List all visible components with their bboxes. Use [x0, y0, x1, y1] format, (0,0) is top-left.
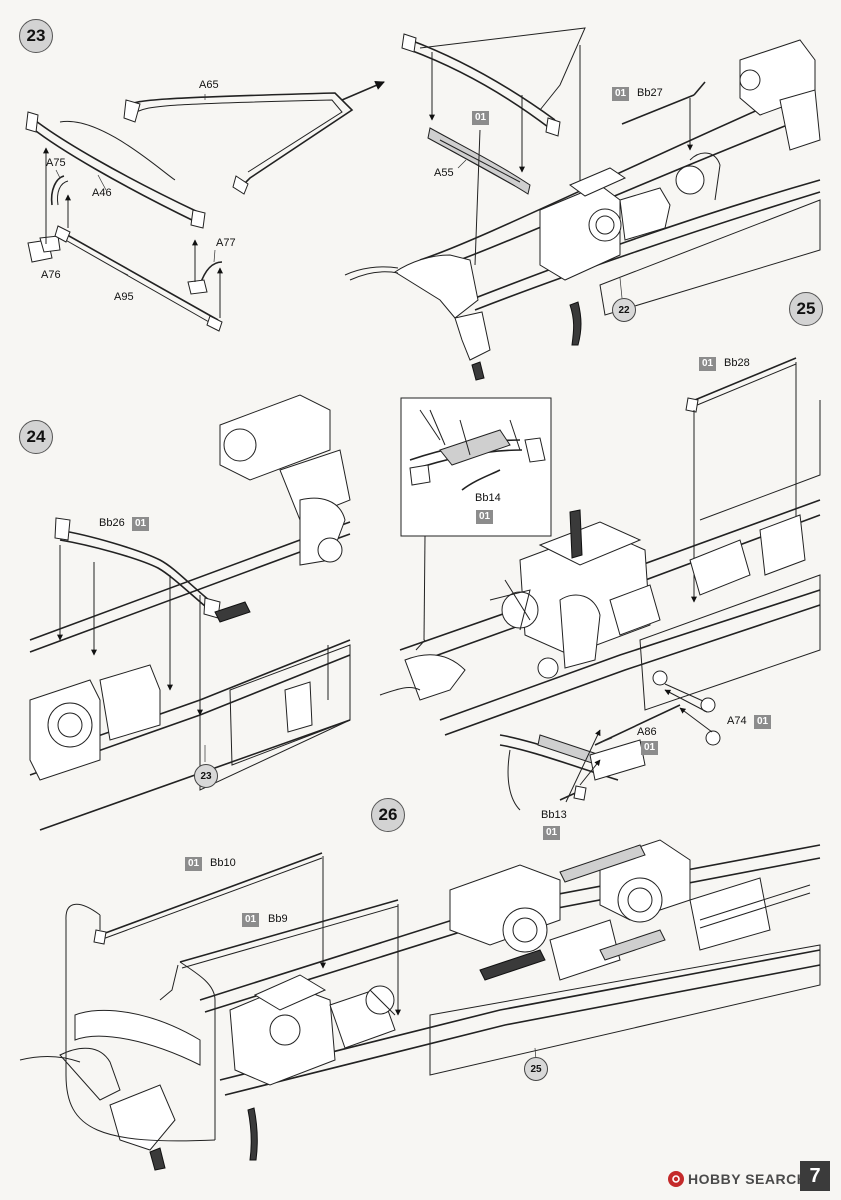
part-label-bb26: Bb26 — [99, 517, 125, 529]
part-label-a95: A95 — [114, 291, 134, 303]
sprue-tag-bb13: 01 — [543, 826, 561, 840]
step24-assembly — [29, 394, 351, 831]
sprue-tag-bb28: 01 — [699, 357, 717, 371]
sprue-tag-bb14: 01 — [476, 510, 494, 524]
sprue-tag-a55: 01 — [472, 111, 490, 125]
part-label-a76: A76 — [41, 269, 61, 281]
page-number: 7 — [800, 1161, 830, 1191]
sprue-tag-a74: 01 — [754, 715, 772, 729]
part-label-bb9: Bb9 — [268, 913, 288, 925]
step26-assembly — [19, 839, 821, 1171]
sprue-tag-bb10: 01 — [185, 857, 203, 871]
watermark-text: HOBBY SEARCH — [688, 1171, 808, 1187]
sprue-tag-bb26: 01 — [132, 517, 150, 531]
part-label-bb28: Bb28 — [724, 357, 750, 369]
part-label-a86: A86 — [637, 726, 657, 738]
part-label-a65: A65 — [199, 79, 219, 91]
ref-step-23: 23 — [194, 764, 218, 788]
hobby-search-watermark: HOBBY SEARCH — [668, 1170, 807, 1188]
sprue-tag-a86: 01 — [641, 741, 659, 755]
part-label-a75: A75 — [46, 157, 66, 169]
part-label-a46: A46 — [92, 187, 112, 199]
part-label-a55: A55 — [434, 167, 454, 179]
ref-step-25: 25 — [524, 1057, 548, 1081]
part-label-bb10: Bb10 — [210, 857, 236, 869]
step-number-23: 23 — [19, 19, 53, 53]
ref-step-22: 22 — [612, 298, 636, 322]
part-label-bb27: Bb27 — [637, 87, 663, 99]
step25-assembly — [379, 357, 821, 811]
step-number-26: 26 — [371, 798, 405, 832]
hobby-search-logo-icon — [668, 1171, 684, 1187]
step23-assembly — [344, 27, 821, 381]
part-label-bb14: Bb14 — [475, 492, 501, 504]
sprue-tag-bb27: 01 — [612, 87, 630, 101]
step23-exploded-parts — [25, 80, 385, 332]
step-number-24: 24 — [19, 420, 53, 454]
part-label-a77: A77 — [216, 237, 236, 249]
part-label-a74: A74 — [727, 715, 747, 727]
step-number-25: 25 — [789, 292, 823, 326]
sprue-tag-bb9: 01 — [242, 913, 260, 927]
part-label-bb13: Bb13 — [541, 809, 567, 821]
